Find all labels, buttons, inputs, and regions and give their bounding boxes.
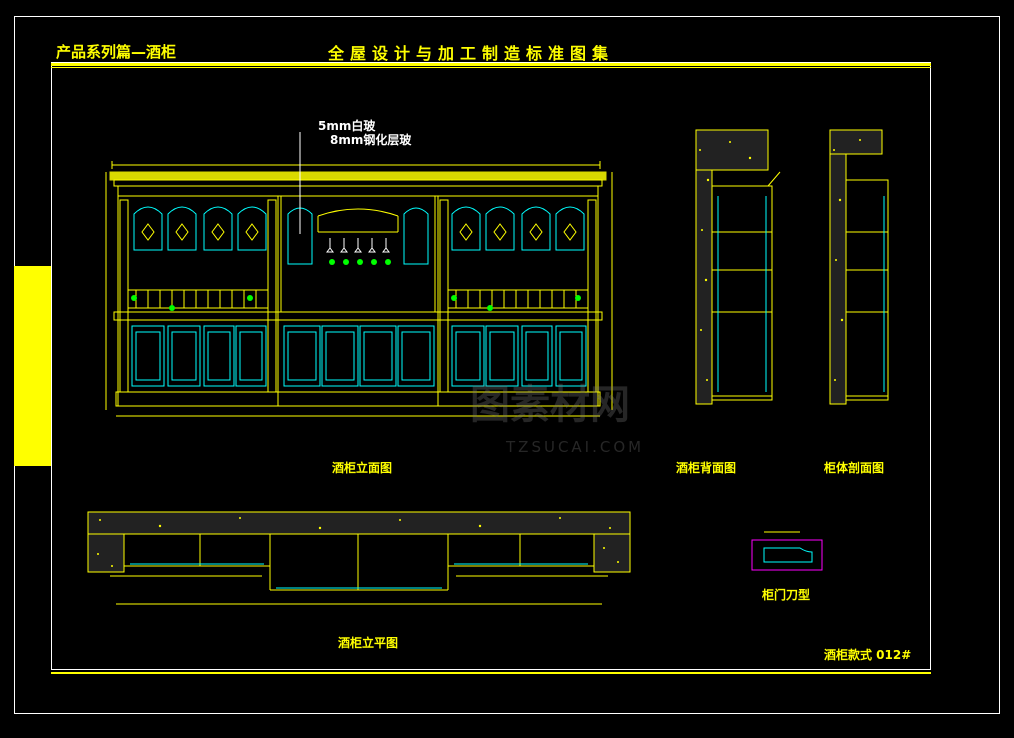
glass-rack	[326, 238, 390, 253]
inner-frame	[51, 62, 931, 670]
watermark-domain: TZSUCAI.COM	[505, 438, 644, 456]
series-title: 产品系列篇—酒柜	[56, 43, 177, 61]
header-rule-thin	[51, 67, 931, 68]
footer-rule	[51, 672, 931, 674]
header-rule	[51, 63, 931, 66]
watermark: 图素材网 TZSUCAI.COM	[470, 382, 644, 456]
cabinet-section-drawing	[829, 129, 889, 405]
front-elevation-drawing	[105, 161, 613, 417]
plan-view-label: 酒柜立平图	[338, 636, 399, 650]
back-section-drawing	[695, 129, 781, 405]
glass-note-2: 8mm钢化层玻	[330, 133, 412, 147]
watermark-brand: 图素材网	[470, 382, 630, 428]
front-elevation-label: 酒柜立面图	[332, 461, 393, 475]
style-label: 酒柜款式 012#	[824, 648, 912, 662]
main-title: 全屋设计与加工制造标准图集	[328, 44, 615, 63]
side-bar	[14, 266, 51, 466]
plan-view-drawing	[87, 511, 631, 605]
cabinet-section-label: 柜体剖面图	[824, 461, 885, 475]
door-profile-label: 柜门刀型	[762, 588, 811, 602]
door-profile-drawing	[751, 531, 823, 571]
lower-door-panels	[131, 325, 587, 387]
glass-note-1: 5mm白玻	[318, 119, 376, 133]
upper-glass-doors	[133, 206, 585, 265]
diamond-ornaments	[141, 223, 577, 241]
green-dots	[131, 259, 581, 311]
balusters	[135, 290, 577, 308]
back-section-label: 酒柜背面图	[676, 461, 737, 475]
